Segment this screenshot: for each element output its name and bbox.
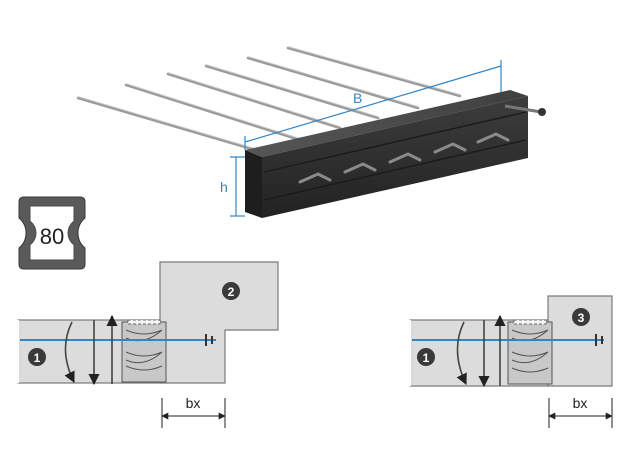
- block-front-face: [245, 150, 262, 218]
- marker-floor-label: 1: [423, 351, 430, 365]
- marker-wall-label: 3: [578, 311, 585, 325]
- marker-floor: [28, 348, 46, 366]
- wall-slab: [159, 261, 279, 384]
- dimension-b-label: B: [353, 90, 362, 106]
- insulation-block: [121, 321, 167, 383]
- bx-label: bx: [186, 395, 201, 411]
- rebar-group: [76, 46, 462, 154]
- rebar: [166, 72, 342, 130]
- rebar: [286, 46, 462, 98]
- dimension-h: [230, 156, 245, 217]
- rotation-arrow: [456, 321, 467, 386]
- bx-dimension: [161, 398, 226, 428]
- rebar: [76, 96, 264, 154]
- bx-dimension: [548, 398, 613, 428]
- block-top-face: [245, 90, 528, 157]
- rebar: [204, 64, 380, 120]
- product-3d-view: B h: [76, 46, 546, 218]
- marker-wall: [222, 282, 240, 300]
- rebar-end-cap: [538, 108, 546, 116]
- marker-wall: [572, 308, 590, 326]
- marker-wall-label: 2: [228, 285, 235, 299]
- size-badge: 80: [18, 196, 86, 270]
- detail-left: 1 2 bx: [17, 261, 279, 428]
- rebar: [124, 83, 302, 142]
- dimension-b: [244, 60, 502, 150]
- marker-floor-label: 1: [34, 351, 41, 365]
- detail-right: 1 3 bx: [409, 295, 613, 428]
- rebar: [246, 56, 420, 110]
- dimension-h-label: h: [220, 179, 228, 195]
- rotation-arrow: [64, 321, 75, 384]
- bx-label: bx: [573, 395, 588, 411]
- marker-floor: [417, 348, 435, 366]
- shear-hooks: [298, 132, 510, 184]
- rebar-end-stub: [504, 104, 542, 114]
- size-badge-value: 80: [40, 224, 64, 249]
